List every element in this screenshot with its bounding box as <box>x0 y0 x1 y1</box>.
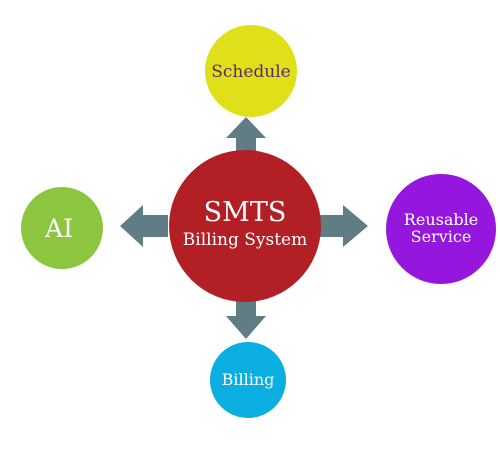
node-schedule: Schedule <box>205 25 297 117</box>
arrow-right-icon <box>318 205 368 247</box>
arrows <box>120 117 368 339</box>
node-ai-circle <box>21 187 103 269</box>
center-circle <box>169 150 321 302</box>
node-schedule-label: Schedule <box>211 62 291 82</box>
node-reusable-service-label-line2: Service <box>411 227 472 246</box>
arrow-up-icon <box>226 117 266 158</box>
node-reusable-service-label-line1: Reusable <box>404 210 478 229</box>
node-ai-label: AI <box>44 214 73 243</box>
node-schedule-circle <box>205 25 297 117</box>
center-title: SMTS <box>204 197 287 228</box>
center-subtitle: Billing System <box>183 230 307 250</box>
node-billing: Billing <box>210 342 286 418</box>
arrow-down-icon <box>226 296 266 339</box>
node-billing-circle <box>210 342 286 418</box>
node-reusable-service-circle <box>386 174 496 284</box>
node-center: SMTS Billing System <box>169 150 321 302</box>
arrow-left-icon <box>120 205 168 247</box>
node-reusable-service: Reusable Service <box>386 174 496 284</box>
node-billing-label: Billing <box>222 370 275 389</box>
node-ai: AI <box>21 187 103 269</box>
